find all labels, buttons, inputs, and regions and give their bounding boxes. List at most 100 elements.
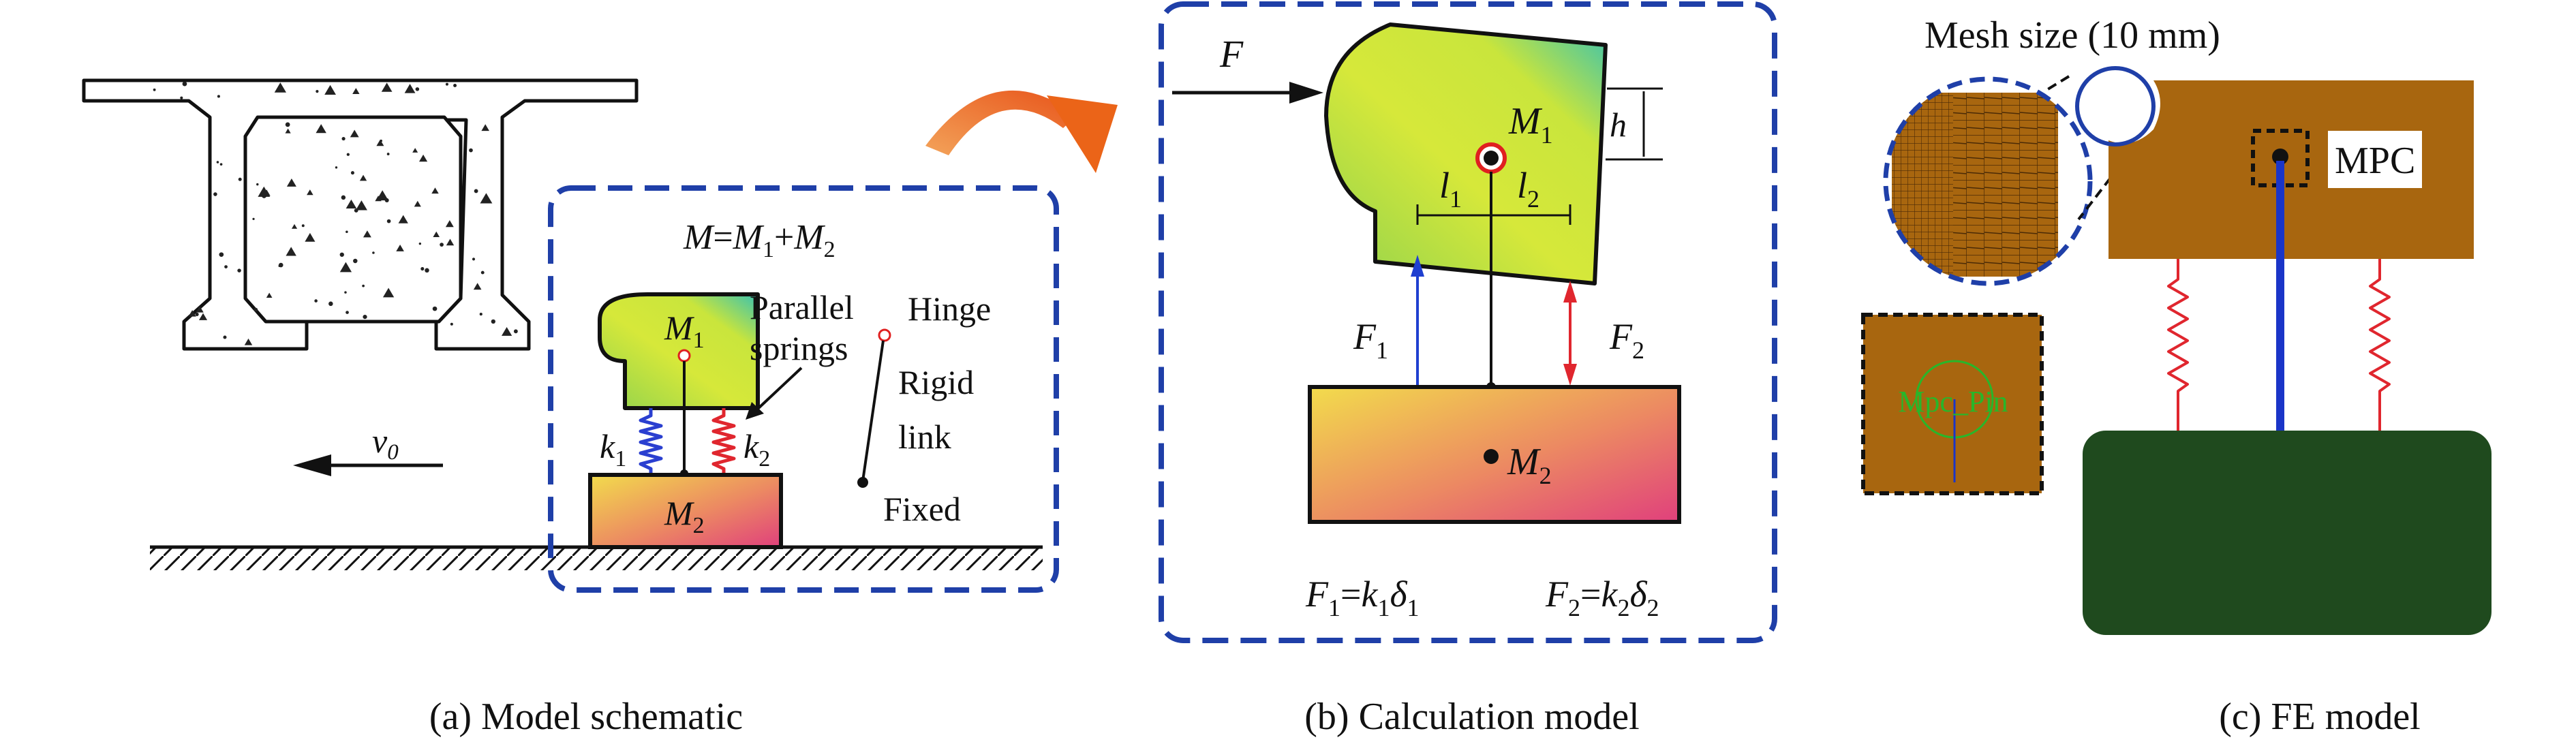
concrete-speck	[346, 311, 349, 314]
concrete-speck	[316, 90, 319, 93]
concrete-aggregate	[305, 232, 316, 242]
k2-label: k2	[743, 427, 770, 471]
concrete-aggregate	[418, 154, 428, 162]
mass-sum-label: M=M1+M2	[683, 218, 835, 262]
concrete-aggregate	[244, 338, 253, 345]
f1-label: F1	[1353, 316, 1388, 364]
concrete-speck	[216, 161, 219, 164]
concrete-speck	[328, 301, 333, 307]
caption-c: (c) FE model	[2219, 696, 2420, 738]
mesh-zoom-border	[1883, 76, 2093, 286]
concrete-speck	[346, 153, 350, 156]
concrete-aggregate	[398, 215, 408, 223]
ground-hatch	[150, 547, 1043, 570]
concrete-speck	[362, 284, 365, 288]
concrete-speck	[153, 88, 156, 91]
equation-f1: F1=k1δ1	[1305, 574, 1420, 621]
f2-arrowhead-up	[1563, 281, 1577, 303]
mpc-pin-inset	[1861, 313, 2044, 495]
mpc-pin-label: Mpc_Pin	[1898, 385, 2008, 418]
concrete-speck	[425, 268, 429, 273]
panel-c: Mesh size (10 mm) MPC Mpc_Pin	[1861, 14, 2491, 738]
concrete-speck	[219, 163, 223, 166]
concrete-speck	[469, 148, 473, 153]
girder-cell	[243, 115, 463, 324]
concrete-speck	[453, 83, 457, 87]
l1-label: l1	[1439, 165, 1462, 213]
concrete-speck	[180, 96, 183, 99]
rigid-label: Rigid	[898, 363, 974, 401]
rigid-link-symbol	[861, 340, 885, 482]
parallel-springs-label-2: springs	[750, 329, 848, 367]
concrete-speck	[440, 243, 444, 247]
concrete-aggregate	[198, 313, 208, 320]
concrete-aggregate	[376, 190, 388, 201]
box-girder	[82, 78, 639, 351]
link-label: link	[898, 418, 951, 456]
concrete-speck	[223, 335, 227, 339]
dashed-frame-a	[548, 185, 1059, 593]
concrete-aggregate	[359, 174, 367, 181]
concrete-speck	[386, 219, 391, 223]
h-label: h	[1610, 106, 1627, 144]
concrete-aggregate	[196, 305, 204, 313]
concrete-speck	[341, 195, 346, 200]
hinge-symbol	[878, 328, 891, 342]
concrete-aggregate	[324, 84, 336, 95]
concrete-aggregate	[381, 82, 393, 92]
springs-pointer	[756, 367, 803, 410]
equation-f2: F2=k2δ2	[1545, 574, 1659, 621]
k1-label: k1	[600, 427, 626, 471]
m2-label-b: M2	[1507, 441, 1552, 489]
concrete-speck	[350, 171, 354, 175]
concrete-aggregate	[346, 199, 357, 209]
concrete-speck	[472, 258, 476, 261]
concrete-speck	[195, 312, 199, 316]
fe-spring-left	[2167, 259, 2189, 433]
concrete-aggregate	[433, 231, 440, 237]
m1-label-a: M1	[664, 309, 705, 353]
fe-upper-block	[2109, 80, 2474, 259]
fixed-symbol	[857, 477, 868, 488]
transition-arrowhead	[1047, 95, 1118, 173]
concrete-aggregate	[473, 283, 482, 290]
transition-arrow	[925, 90, 1077, 155]
velocity-label: v0	[372, 422, 399, 465]
concrete-aggregate	[404, 84, 416, 93]
concrete-aggregate	[412, 148, 418, 153]
concrete-speck	[480, 270, 485, 275]
concrete-speck	[224, 265, 228, 268]
concrete-speck	[432, 306, 438, 311]
fe-lower-block	[2083, 431, 2491, 635]
concrete-aggregate	[446, 238, 455, 246]
concrete-aggregate	[382, 288, 395, 298]
concrete-aggregate	[396, 245, 404, 251]
mesh-size-label: Mesh size (10 mm)	[1925, 14, 2220, 57]
concrete-aggregate	[376, 139, 384, 146]
concrete-speck	[237, 268, 241, 273]
concrete-speck	[341, 136, 346, 141]
concrete-speck	[256, 183, 259, 186]
concrete-aggregate	[363, 230, 371, 238]
concrete-speck	[252, 217, 255, 220]
m1-hinge-a	[677, 349, 691, 362]
concrete-aggregate	[352, 88, 360, 94]
concrete-speck	[491, 319, 495, 324]
m2-cg	[1484, 449, 1499, 464]
m2-label-a: M2	[664, 494, 705, 538]
fe-rigid-rod	[2276, 161, 2284, 433]
concrete-speck	[474, 189, 478, 193]
concrete-aggregate	[266, 292, 273, 298]
concrete-aggregate	[481, 124, 489, 131]
concrete-texture	[153, 81, 518, 345]
panel-a: v0 M=M1+M2 M1 k1 k2 M2 Parallel springs	[82, 78, 1059, 738]
f2-label: F2	[1609, 316, 1644, 364]
concrete-aggregate	[350, 129, 359, 138]
concrete-speck	[301, 224, 305, 228]
concrete-speck	[254, 307, 258, 312]
concrete-aggregate	[339, 262, 352, 273]
concrete-speck	[450, 322, 453, 326]
concrete-speck	[445, 82, 448, 86]
concrete-speck	[346, 230, 348, 234]
